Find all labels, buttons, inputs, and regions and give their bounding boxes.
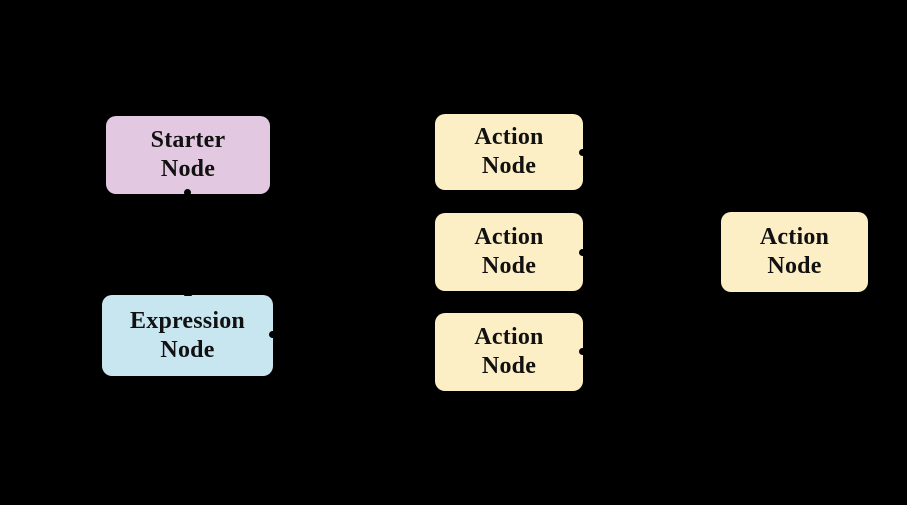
- action-node-1: Action Node: [435, 114, 583, 190]
- arrowhead-dot-expression-right: [269, 331, 276, 338]
- action-node-3-label: Action Node: [474, 324, 544, 379]
- starter-node: Starter Node: [106, 116, 270, 194]
- expression-node-label: Expression Node: [130, 307, 245, 363]
- arrowhead-dot-starter-bottom: [184, 189, 191, 196]
- action-node-right-label: Action Node: [759, 224, 830, 279]
- arrowhead-dot-action1-right: [579, 149, 586, 156]
- action-node-1-label: Action Node: [474, 124, 544, 179]
- arrowhead-dot-action2-right: [579, 249, 586, 256]
- action-node-right: Action Node: [721, 212, 868, 292]
- edge-tail-mark-expression-top: [184, 294, 192, 296]
- action-node-3: Action Node: [435, 313, 583, 391]
- action-node-2: Action Node: [435, 213, 583, 291]
- starter-node-label: Starter Node: [150, 127, 226, 182]
- action-node-2-label: Action Node: [474, 224, 544, 279]
- expression-node: Expression Node: [102, 295, 273, 376]
- arrowhead-dot-action3-right: [579, 348, 586, 355]
